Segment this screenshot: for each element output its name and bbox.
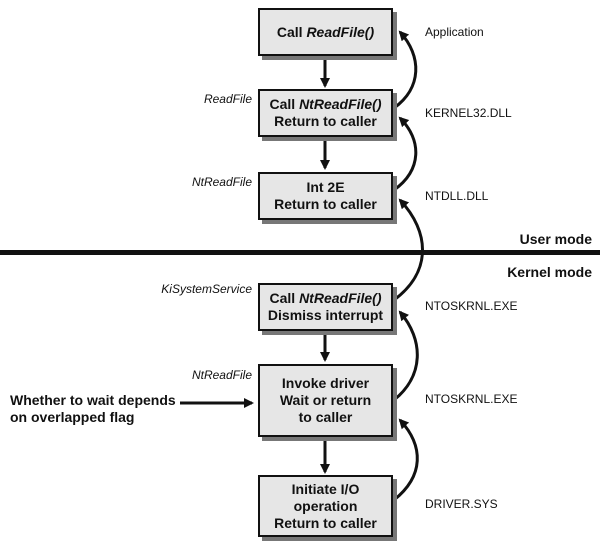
module-label-ntoskrnl-2: NTOSKRNL.EXE [425,392,518,406]
function-label-readfile: ReadFile [203,92,252,106]
mode-separator-line [0,250,600,255]
module-label-kernel32: KERNEL32.DLL [425,106,512,120]
overlapped-note: Whether to wait depends on overlapped fl… [10,392,176,426]
driver-line-2: operation [293,497,358,514]
return-arrow-driver-to-ntoskrnl2 [393,418,419,502]
ntoskrnl2-line-3: to caller [298,409,353,425]
overlapped-note-line-1: Whether to wait depends [10,392,176,408]
module-label-ntoskrnl-1: NTOSKRNL.EXE [425,299,518,313]
return-arrow-ntoskrnl1-to-ntdll [393,198,424,302]
ntoskrnl2-line-1: Invoke driver [281,375,370,391]
ntoskrnl1-line-2: Dismiss interrupt [267,307,384,323]
kernel-mode-label: Kernel mode [507,264,592,280]
return-arrow-kernel32-to-app [393,30,418,110]
function-label-ntreadfile-kernel: NtReadFile [191,368,252,382]
box-application: Call ReadFile() [258,8,393,56]
module-label-driver: DRIVER.SYS [425,497,498,511]
kernel32-line-2: Return to caller [274,113,377,129]
ntoskrnl2-line-2: Wait or return [279,392,372,408]
function-label-kisystemservice: KiSystemService [161,282,252,296]
return-arrow-ntoskrnl2-to-ntoskrnl1 [393,310,419,402]
app-line-1: Call ReadFile() [276,23,375,40]
ntoskrnl1-line-1: Call NtReadFile() [269,290,382,306]
user-mode-label: User mode [519,231,592,247]
box-ntoskrnl-dispatch: Call NtReadFile()Dismiss interrupt [258,283,393,331]
module-label-application: Application [425,25,484,39]
box-kernel32: Call NtReadFile()Return to caller [258,89,393,137]
driver-line-3: Return to caller [274,514,377,531]
function-label-ntreadfile-ntdll: NtReadFile [191,175,252,189]
ntdll-line-2: Return to caller [274,196,377,212]
module-label-ntdll: NTDLL.DLL [425,189,489,203]
kernel32-line-1: Call NtReadFile() [269,96,382,112]
driver-line-1: Initiate I/O [291,480,360,497]
return-arrow-ntdll-to-kernel32 [393,116,418,192]
overlapped-note-line-2: on overlapped flag [10,409,135,425]
ntdll-line-1: Int 2E [306,179,345,195]
